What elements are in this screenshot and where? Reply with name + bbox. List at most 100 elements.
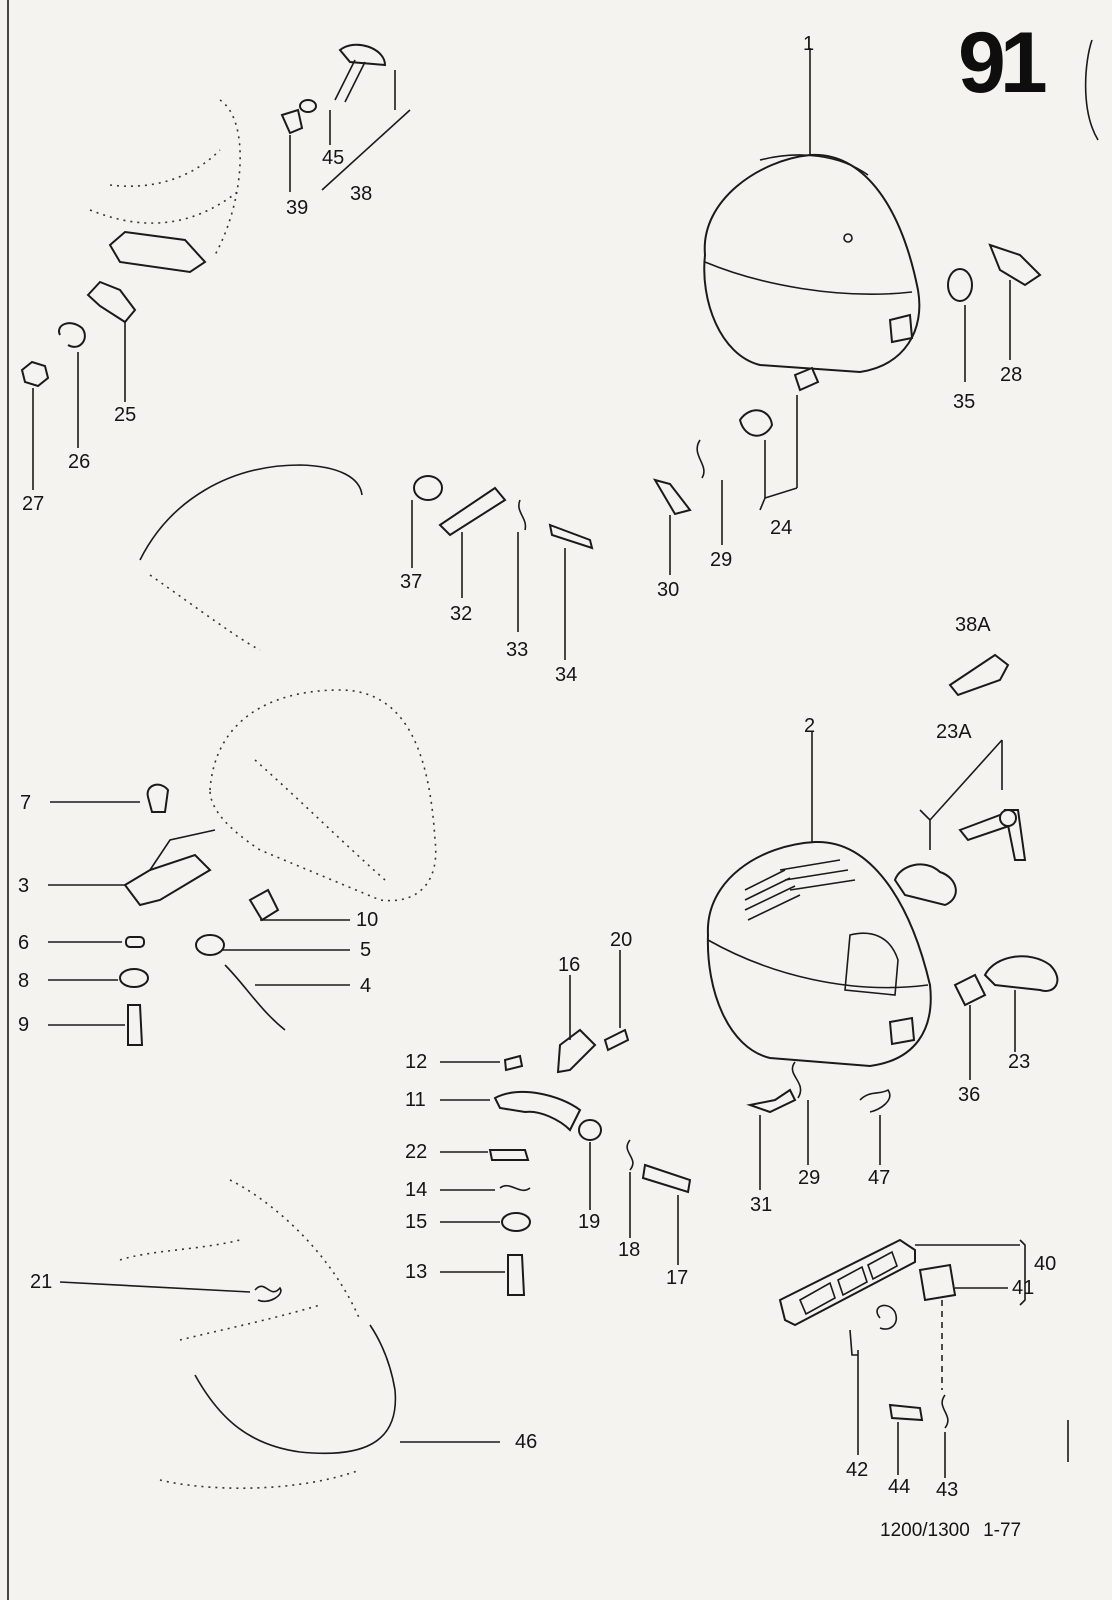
part-1-glovebox-lid xyxy=(703,153,921,374)
part-16-bracket xyxy=(556,1028,597,1074)
callout-29-bottom: 29 xyxy=(798,1167,821,1189)
part-38-knob xyxy=(334,43,387,103)
part-33-spring-washer xyxy=(518,499,527,531)
part-23-lock xyxy=(983,955,1059,992)
part-46-trim xyxy=(194,1324,397,1455)
callout-46: 46 xyxy=(515,1431,538,1453)
callout-16: 16 xyxy=(558,954,581,976)
part-5-washer xyxy=(195,934,225,956)
part-26-clip xyxy=(58,322,86,348)
part-25-bracket xyxy=(86,280,137,324)
callout-18: 18 xyxy=(618,1239,641,1261)
part-7-bumper xyxy=(146,783,170,813)
callout-41: 41 xyxy=(1012,1277,1035,1299)
callout-17: 17 xyxy=(666,1267,689,1289)
part-36-seal xyxy=(953,973,987,1007)
callout-27: 27 xyxy=(22,493,45,515)
callout-29-top: 29 xyxy=(710,549,733,571)
part-28-lever xyxy=(988,243,1042,287)
callout-12: 12 xyxy=(405,1051,428,1073)
page-number: 91 xyxy=(958,15,1048,111)
leaders-11-22 xyxy=(440,950,679,1273)
part-12-plate xyxy=(503,1054,524,1072)
callout-45: 45 xyxy=(322,147,345,169)
dashboard-outline-bottom xyxy=(119,1179,361,1489)
part-41-latch xyxy=(918,1263,957,1302)
leaders-38-39-45 xyxy=(289,70,411,192)
callout-21: 21 xyxy=(30,1271,53,1293)
part-11-hinge-arm xyxy=(493,1091,582,1132)
part-47-spring xyxy=(859,1088,891,1113)
callout-19: 19 xyxy=(578,1211,601,1233)
part-17-screw xyxy=(641,1163,692,1194)
part-13-bolt xyxy=(507,1254,526,1296)
part-19-washer xyxy=(578,1119,602,1141)
callout-38a: 38A xyxy=(955,614,991,636)
callout-35: 35 xyxy=(953,391,976,413)
part-4-rod xyxy=(224,964,286,1031)
part-29-spring-washer-bottom xyxy=(791,1061,802,1099)
callout-6: 6 xyxy=(18,932,30,954)
part-38a-key xyxy=(948,653,1010,697)
callout-37: 37 xyxy=(400,571,423,593)
part-20-screw xyxy=(603,1028,630,1052)
callout-2: 2 xyxy=(804,715,816,737)
part-6-spacer xyxy=(125,936,145,948)
callout-26: 26 xyxy=(68,451,91,473)
part-8-washer xyxy=(119,968,149,988)
part-15-washer xyxy=(501,1212,531,1232)
leaders-32-37 xyxy=(411,500,566,660)
leaders-28-35 xyxy=(964,280,1011,382)
callout-33: 33 xyxy=(506,639,529,661)
part-24-lock-bolt xyxy=(793,366,820,392)
callout-25: 25 xyxy=(114,404,137,426)
leaders-25-27 xyxy=(32,322,126,490)
part-43-spring-washer xyxy=(941,1394,949,1429)
dashboard-dotted-mid xyxy=(149,574,261,651)
callout-20: 20 xyxy=(610,929,633,951)
callout-11: 11 xyxy=(405,1089,426,1111)
part-35-seal xyxy=(947,268,973,302)
callout-28: 28 xyxy=(1000,364,1023,386)
part-24-lock-body xyxy=(738,409,774,437)
callout-3: 3 xyxy=(18,875,30,897)
callout-24: 24 xyxy=(770,517,793,539)
callout-34: 34 xyxy=(555,664,578,686)
glovebox-latch-housing-top xyxy=(108,230,207,274)
leaders-21-46 xyxy=(59,1281,500,1443)
part-14-spring xyxy=(499,1184,531,1192)
part-9-screw xyxy=(127,1004,144,1046)
part-18-spring-washer xyxy=(626,1139,634,1171)
dashboard-edge-mid xyxy=(139,464,363,561)
part-34-screw xyxy=(548,523,594,550)
callout-32: 32 xyxy=(450,603,473,625)
bracket-23a xyxy=(919,739,1003,850)
part-37-grommet xyxy=(413,475,443,501)
callout-1: 1 xyxy=(803,33,815,55)
callout-40: 40 xyxy=(1034,1253,1057,1275)
part-2-glovebox-lid-vented xyxy=(706,840,932,1068)
callout-8: 8 xyxy=(18,970,30,992)
callout-14: 14 xyxy=(405,1179,428,1201)
callout-39: 39 xyxy=(286,197,309,219)
part-45-washer xyxy=(299,99,317,113)
callout-42: 42 xyxy=(846,1459,869,1481)
part-30-screw xyxy=(652,478,692,516)
callout-38: 38 xyxy=(350,183,373,205)
leaders-23-47 xyxy=(759,990,1016,1190)
part-32-strike-plate xyxy=(438,486,507,537)
leaders-24-30 xyxy=(669,395,798,575)
callout-5: 5 xyxy=(360,939,372,961)
part-31-screw xyxy=(746,1088,797,1114)
callout-36: 36 xyxy=(958,1084,981,1106)
glovebox-tray-outline xyxy=(209,689,437,902)
part-22-pin xyxy=(488,1149,530,1161)
part-42-pin xyxy=(849,1329,858,1356)
callout-15: 15 xyxy=(405,1211,428,1233)
part-3-hinge-arm xyxy=(149,829,216,871)
part-39-screw xyxy=(280,108,304,135)
callout-30: 30 xyxy=(657,579,680,601)
part-27-nut xyxy=(20,360,50,388)
callout-44: 44 xyxy=(888,1476,911,1498)
